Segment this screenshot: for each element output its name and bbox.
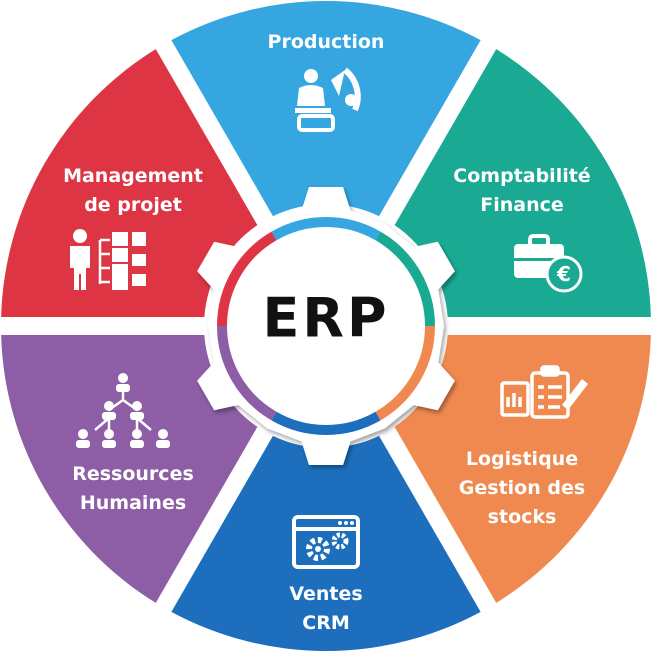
segment-label-line: de projet [84, 194, 182, 216]
segment-label-line: Comptabilité [453, 165, 590, 187]
ring-arc-ressources [217, 325, 277, 421]
segment-label-line: Finance [480, 194, 564, 216]
segment-management [1, 49, 258, 318]
segment-label-line: Humaines [80, 492, 186, 514]
segment-label-line: CRM [302, 612, 349, 634]
segment-icons: € [70, 67, 588, 569]
ring-arc-production [271, 217, 381, 241]
segment-comptabilite [394, 49, 651, 318]
segment-label-line: stocks [488, 506, 557, 528]
center-title: ERP [262, 287, 389, 350]
segment-label-management: Management de projet [63, 165, 203, 216]
person-hierarchy-icon [70, 229, 146, 290]
ring-arc-logistique [375, 325, 435, 421]
center-hub [197, 187, 455, 465]
org-chart-icon [76, 373, 170, 448]
segment-logistique [394, 334, 651, 603]
segment-label-production: Production [268, 31, 385, 53]
ring-arc-comptabilite [375, 231, 435, 327]
engineer-gear-icon [295, 67, 361, 132]
euro-glyph: € [556, 262, 571, 286]
segment-label-line: Ressources [72, 463, 194, 485]
ring-arc-ventes [271, 411, 381, 435]
browser-gears-icon [292, 515, 360, 569]
segment-label-line: Management [63, 165, 203, 187]
segment-label-line: Ventes [289, 583, 362, 605]
segment-label-line: Production [268, 31, 385, 53]
briefcase-euro-icon: € [514, 234, 583, 293]
hub-disc [214, 214, 438, 438]
clipboard-boxes-icon [500, 365, 588, 419]
ring-arc-management [217, 231, 277, 327]
segment-label-line: Gestion des [459, 477, 585, 499]
segment-label-line: Logistique [466, 448, 578, 470]
segment-ressources [1, 334, 258, 603]
